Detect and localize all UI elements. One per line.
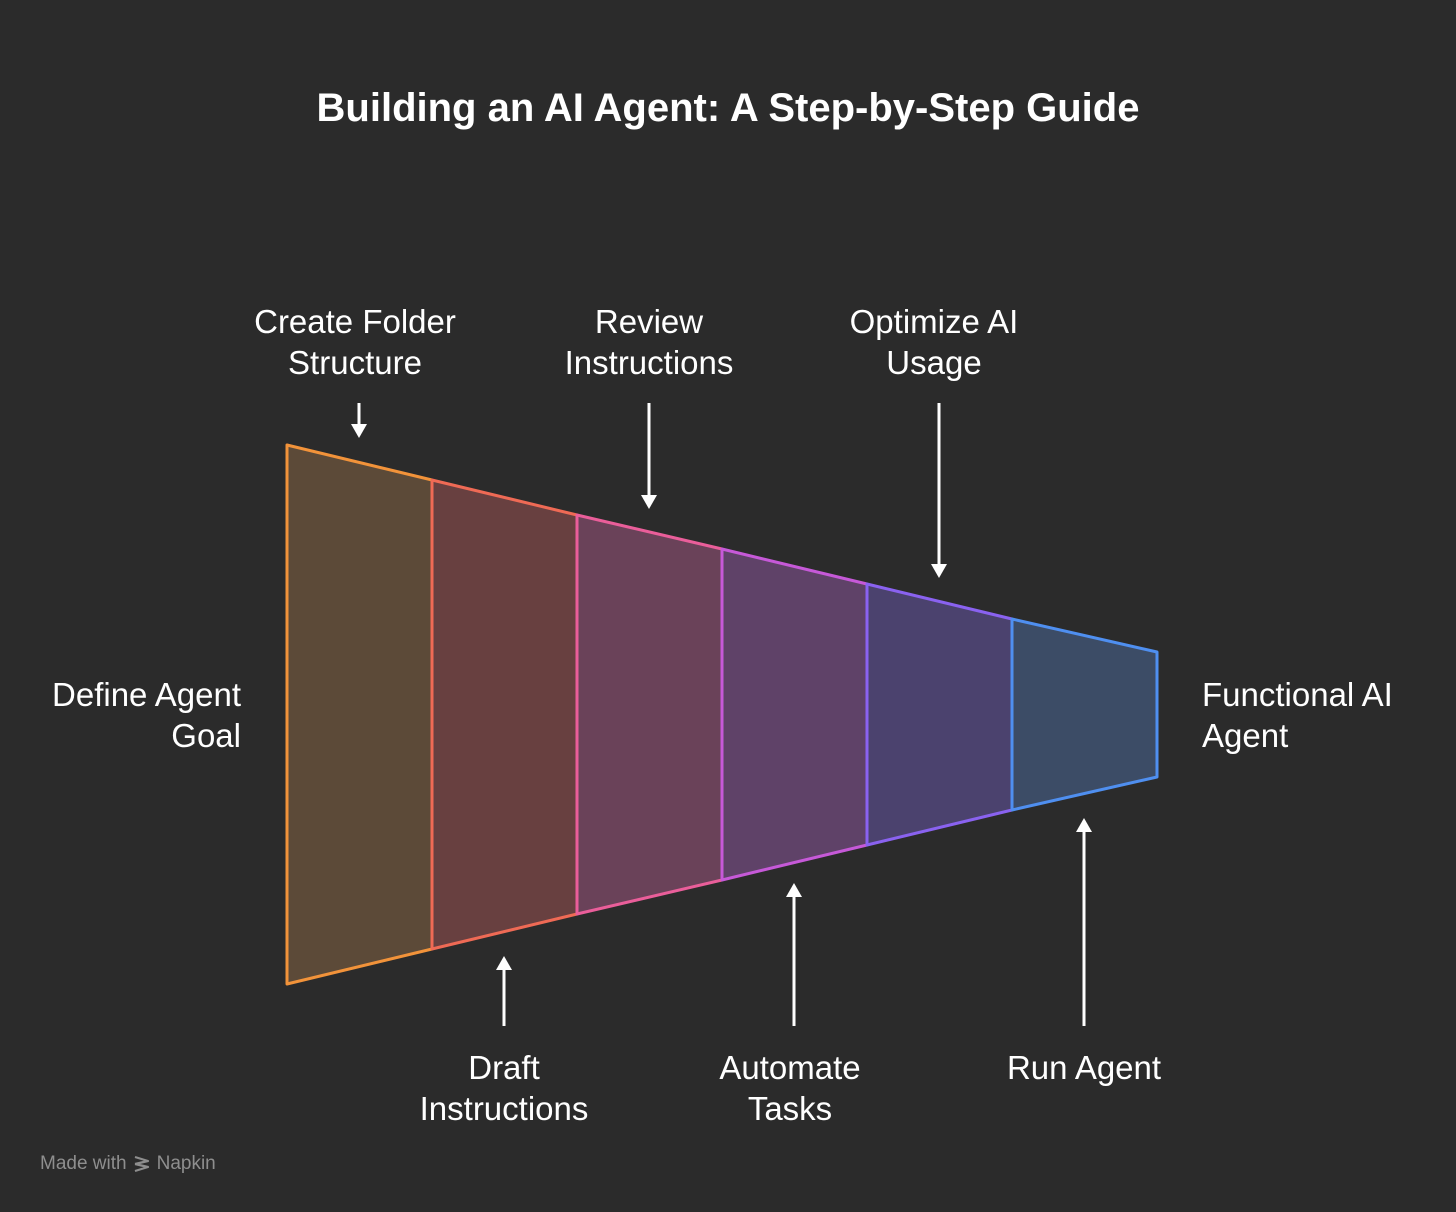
arrow-down-icon [931,403,947,578]
funnel-segments [285,443,1159,986]
made-with-credit: Made with Napkin [40,1152,216,1176]
funnel-segment-draft-instructions [575,513,724,916]
arrow-up-icon [1076,818,1092,1026]
callout-arrows [351,403,1092,1026]
arrow-down-icon [351,403,367,438]
funnel-segment-define-agent-goal [285,443,434,986]
funnel-segment-create-folder-structure [430,478,579,951]
stage-label-optimize-ai-usage: Optimize AI Usage [849,303,1019,381]
napkin-logo-icon [134,1155,149,1173]
arrow-down-icon [641,403,657,509]
stage-label-automate-tasks: Automate Tasks [719,1049,861,1127]
diagram-title: Building an AI Agent: A Step-by-Step Gui… [316,86,1140,130]
arrow-up-icon [496,956,512,1026]
stage-label-draft-instructions: Draft Instructions [419,1049,589,1127]
stage-label-review-instructions: Review Instructions [564,303,734,381]
stage-label-define-agent-goal: Define Agent Goal [52,676,241,754]
funnel-segment-optimize-ai-usage [1010,617,1159,812]
funnel-segment-review-instructions [720,547,869,882]
stage-label-run-agent: Run Agent [1006,1049,1162,1086]
outcome-label: Functional AI Agent [1202,676,1393,754]
arrow-up-icon [786,883,802,1026]
stage-label-create-folder-structure: Create Folder Structure [254,303,456,381]
credit-brand: Napkin [156,1153,216,1174]
credit-prefix: Made with [40,1153,127,1174]
funnel-segment-automate-tasks [865,582,1014,847]
